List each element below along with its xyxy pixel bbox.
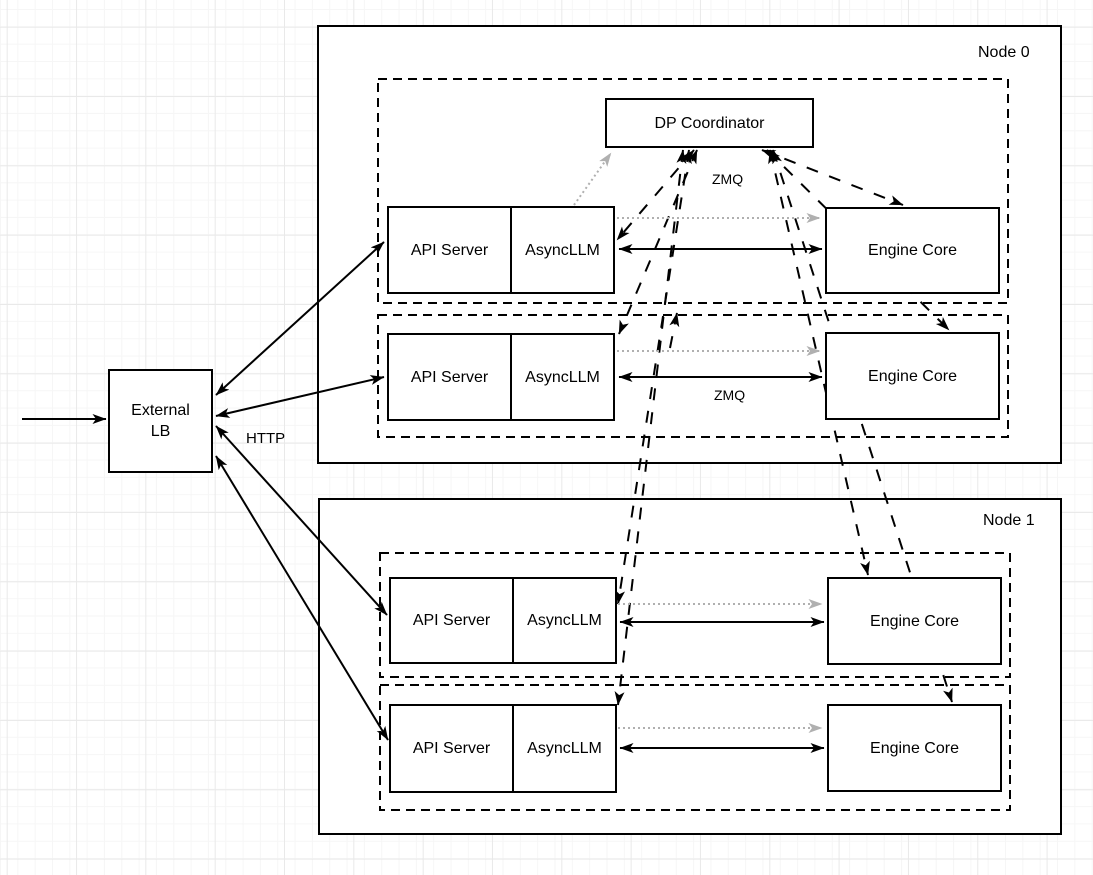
link-asyncllm-coordinator-gray xyxy=(573,152,612,206)
asyncllm-cell: AsyncLLM xyxy=(512,579,615,662)
engine-core-label: Engine Core xyxy=(870,739,959,757)
asyncllm-cell: AsyncLLM xyxy=(510,208,613,292)
link-lb-api-n1r2 xyxy=(215,455,389,741)
external-lb-label-line1: External xyxy=(131,402,190,419)
external-lb-label-line2: LB xyxy=(150,423,171,440)
node1-row2-container xyxy=(379,684,1011,811)
dp-coordinator-label: DP Coordinator xyxy=(654,114,765,132)
api-server-cell: API Server xyxy=(412,740,491,757)
node1-title: Node 1 xyxy=(983,512,1035,529)
external-lb-box: External LB xyxy=(108,369,213,473)
engine-core-label: Engine Core xyxy=(868,242,957,259)
asyncllm-cell: AsyncLLM xyxy=(510,335,613,419)
asyncllm-cell: AsyncLLM xyxy=(512,706,615,791)
api-server-cell: API Server xyxy=(412,612,491,629)
link-coordinator-asyncllm-n1r2 xyxy=(614,149,687,706)
api-server-cell: API Server xyxy=(410,368,489,386)
engine-core-box-n0r1: Engine Core xyxy=(825,207,1000,294)
api-asyncllm-box-n1r1: API Server AsyncLLM xyxy=(389,577,617,664)
engine-core-label: Engine Core xyxy=(868,367,957,385)
node0-row1-container xyxy=(377,78,1009,304)
api-asyncllm-box-n0r1: API Server AsyncLLM xyxy=(387,206,615,294)
dp-coordinator-box: DP Coordinator xyxy=(605,98,814,148)
api-server-cell: API Server xyxy=(410,241,489,259)
link-asyncllm-up-segment xyxy=(669,312,680,349)
api-asyncllm-box-n0r2: API Server AsyncLLM xyxy=(387,333,615,421)
zmq-label-coordinator: ZMQ xyxy=(712,171,744,187)
engine-core-box-n1r2: Engine Core xyxy=(827,704,1002,792)
node0-title: Node 0 xyxy=(978,44,1030,61)
engine-core-box-n0r2: Engine Core xyxy=(825,332,1000,420)
zmq-label-engine: ZMQ xyxy=(714,387,746,403)
http-label: HTTP xyxy=(246,430,286,447)
link-lb-api-n0r1 xyxy=(215,241,385,396)
api-asyncllm-box-n1r2: API Server AsyncLLM xyxy=(389,704,617,793)
engine-core-box-n1r1: Engine Core xyxy=(827,577,1002,665)
engine-core-label: Engine Core xyxy=(870,612,959,630)
link-lb-api-n0r2 xyxy=(215,375,385,418)
